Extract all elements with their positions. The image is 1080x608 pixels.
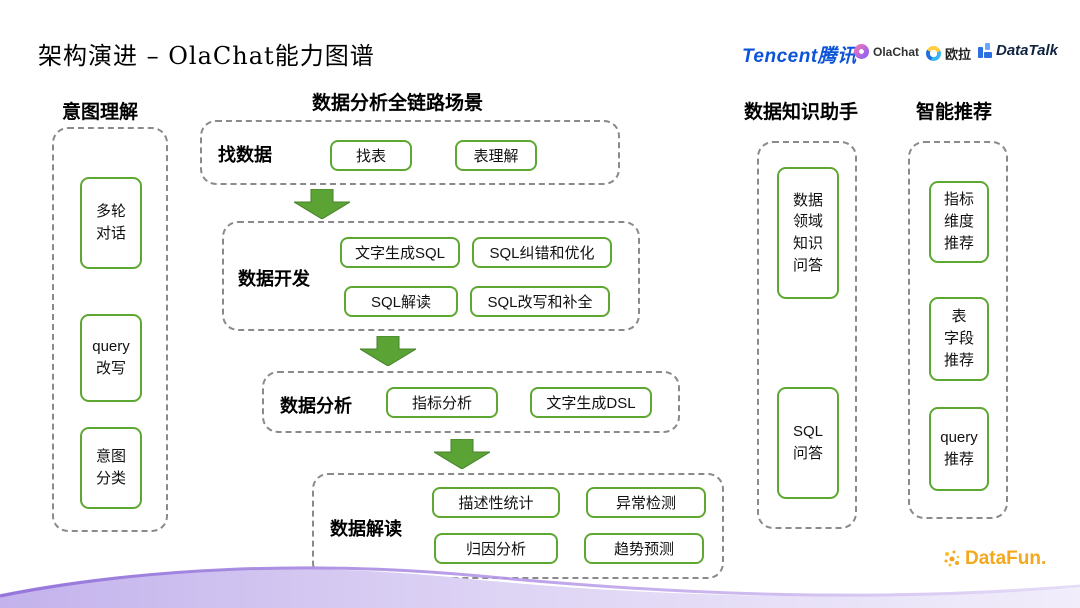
recommend-box-metric-dimension: 指标 维度 推荐 — [929, 181, 989, 263]
bottom-wave-decoration — [0, 566, 1080, 608]
capability-text-to-dsl: 文字生成DSL — [530, 387, 652, 418]
capability-sql-rewrite: SQL改写和补全 — [470, 286, 610, 317]
datafun-logo: DataFun. — [942, 548, 1046, 570]
oula-logo: 欧拉 — [926, 44, 971, 63]
down-arrow-icon — [434, 439, 490, 469]
stage-find-data — [200, 120, 620, 185]
stage-data-development-label: 数据开发 — [238, 269, 310, 289]
knowledge-panel — [757, 141, 857, 529]
olachat-logo-label: OlaChat — [873, 44, 920, 59]
intent-box-multi-turn: 多轮 对话 — [80, 177, 142, 269]
capability-descriptive-stats: 描述性统计 — [432, 487, 560, 518]
capability-anomaly-detection: 异常检测 — [586, 487, 706, 518]
olachat-logo-icon — [854, 44, 869, 59]
stage-data-development — [222, 221, 640, 331]
capability-sql-explain: SQL解读 — [344, 286, 458, 317]
recommend-box-table-field: 表 字段 推荐 — [929, 297, 989, 381]
recommend-box-query: query 推荐 — [929, 407, 989, 491]
knowledge-column-title: 数据知识助手 — [744, 102, 859, 123]
stage-data-analysis-label: 数据分析 — [280, 396, 352, 416]
capability-find-table: 找表 — [330, 140, 412, 171]
stage-data-interpretation-label: 数据解读 — [330, 519, 402, 539]
datafun-logo-label: DataFun. — [965, 548, 1047, 569]
page-title: 架构演进 – OlaChat能力图谱 — [38, 42, 375, 70]
datatalk-logo-icon — [978, 43, 992, 58]
down-arrow-icon — [294, 189, 350, 219]
capability-table-understanding: 表理解 — [455, 140, 537, 171]
stage-data-analysis — [262, 371, 680, 433]
oula-logo-label: 欧拉 — [945, 47, 972, 62]
capability-trend-forecast: 趋势预测 — [584, 533, 704, 564]
down-arrow-icon — [360, 336, 416, 366]
recommend-column-title: 智能推荐 — [916, 102, 993, 123]
tencent-logo-label: Tencent腾讯 — [742, 46, 857, 67]
intent-panel — [52, 127, 168, 532]
pipeline-title: 数据分析全链路场景 — [312, 93, 484, 114]
intent-column-title: 意图理解 — [62, 102, 139, 123]
stage-find-data-label: 找数据 — [218, 145, 272, 165]
knowledge-box-domain-qa: 数据 领域 知识 问答 — [777, 167, 839, 299]
knowledge-box-sql-qa: SQL 问答 — [777, 387, 839, 499]
intent-box-query-rewrite: query 改写 — [80, 314, 142, 402]
capability-text-to-sql: 文字生成SQL — [340, 237, 460, 268]
recommend-panel — [908, 141, 1008, 519]
olachat-logo: OlaChat — [854, 44, 919, 59]
intent-box-intent-classify: 意图 分类 — [80, 427, 142, 509]
capability-metric-analysis: 指标分析 — [386, 387, 498, 418]
datatalk-logo: DataTalk — [978, 42, 1058, 59]
capability-attribution-analysis: 归因分析 — [434, 533, 558, 564]
tencent-logo: Tencent腾讯 — [742, 41, 857, 68]
datatalk-logo-label: DataTalk — [996, 42, 1058, 59]
oula-logo-icon — [926, 46, 941, 61]
datafun-sparkle-icon — [944, 550, 960, 567]
capability-sql-correction: SQL纠错和优化 — [472, 237, 612, 268]
